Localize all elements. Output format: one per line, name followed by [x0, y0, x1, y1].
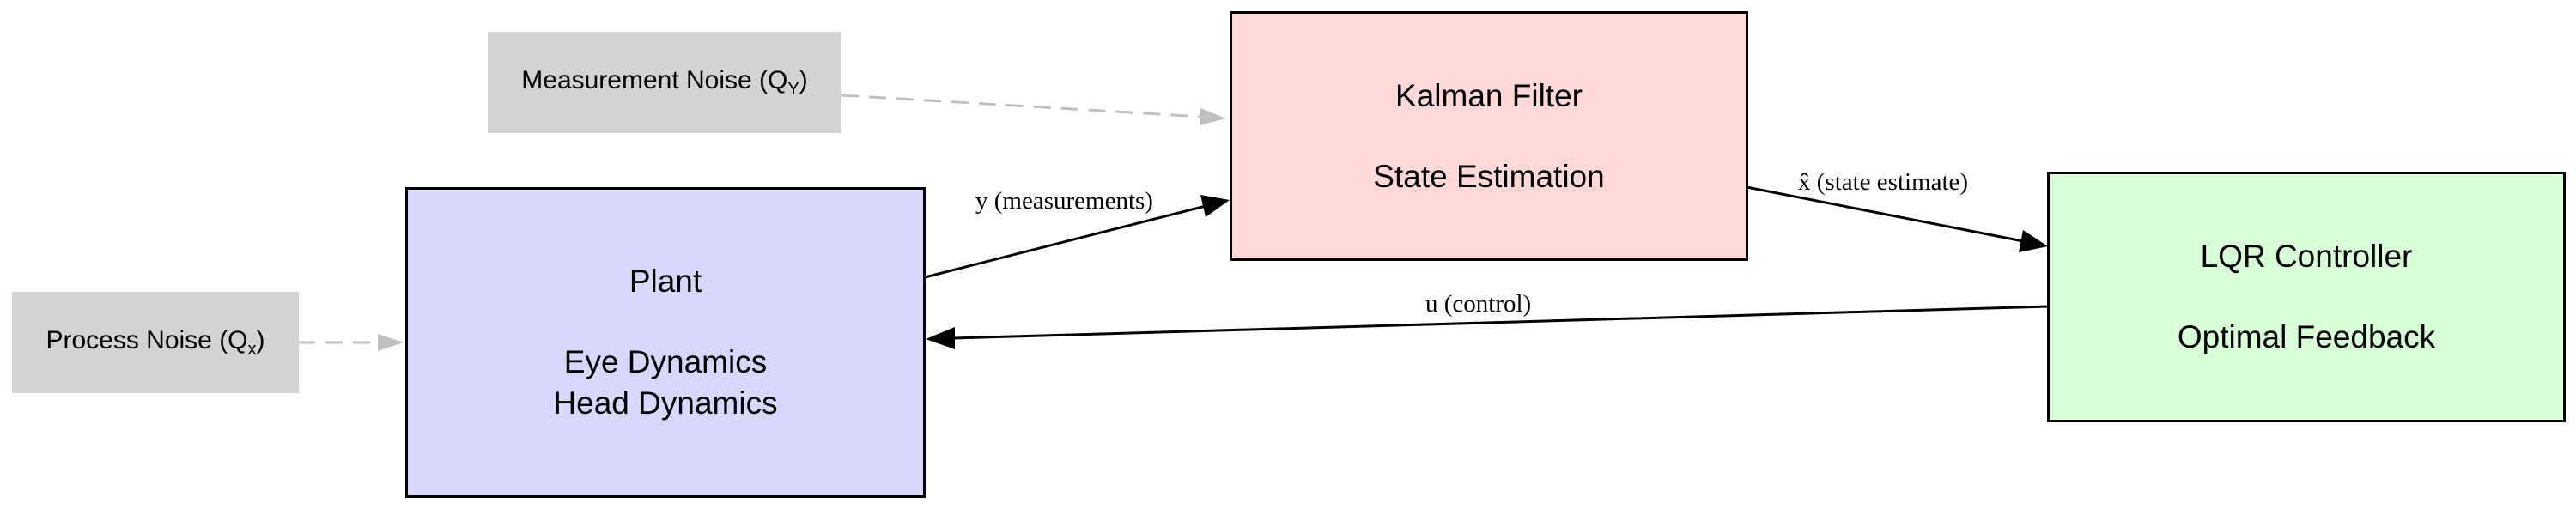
edge-measurement-noise-arrowhead	[1200, 108, 1226, 125]
kalman-filter-node: Kalman Filter State Estimation	[1230, 11, 1748, 261]
kalman-line-state-estimation: State Estimation	[1373, 158, 1605, 194]
plant-node: Plant Eye Dynamics Head Dynamics	[405, 187, 926, 498]
measurement-noise-node: Measurement Noise (QY)	[488, 32, 841, 133]
edge-plant-to-kalman	[924, 204, 1206, 279]
edge-kalman-to-lqr-arrowhead	[2019, 230, 2048, 252]
plant-line-eye-dynamics: Eye Dynamics	[563, 344, 768, 379]
plant-title: Plant	[629, 264, 702, 299]
edge-lqr-to-plant-arrowhead	[926, 327, 955, 349]
process-noise-text: Process Noise (Q	[46, 325, 248, 354]
edge-label-measurements: y (measurements)	[975, 187, 1153, 215]
process-noise-subscript: x	[247, 339, 257, 359]
measurement-noise-subscript: Y	[787, 79, 799, 99]
lqr-line-optimal-feedback: Optimal Feedback	[2177, 319, 2436, 354]
lqr-controller-node: LQR Controller Optimal Feedback	[2047, 172, 2566, 422]
edge-plant-to-kalman-arrowhead	[1200, 195, 1230, 217]
edge-lqr-to-plant	[952, 305, 2050, 340]
measurement-noise-close: )	[799, 65, 808, 94]
edge-kalman-to-lqr	[1746, 185, 2024, 243]
edge-label-control: u (control)	[1425, 290, 1532, 318]
process-noise-close: )	[256, 325, 265, 354]
edge-process-noise-arrowhead	[378, 334, 404, 351]
edge-measurement-noise-to-kalman	[841, 94, 1203, 118]
plant-line-head-dynamics: Head Dynamics	[553, 385, 778, 421]
edge-label-state-estimate: x̂ (state estimate)	[1798, 168, 1969, 196]
measurement-noise-text: Measurement Noise (Q	[521, 65, 788, 94]
process-noise-label: Process Noise (Qx)	[46, 326, 264, 360]
measurement-noise-label: Measurement Noise (QY)	[521, 66, 807, 100]
lqr-title: LQR Controller	[2200, 239, 2413, 274]
kalman-title: Kalman Filter	[1395, 77, 1583, 113]
process-noise-node: Process Noise (Qx)	[12, 292, 299, 393]
